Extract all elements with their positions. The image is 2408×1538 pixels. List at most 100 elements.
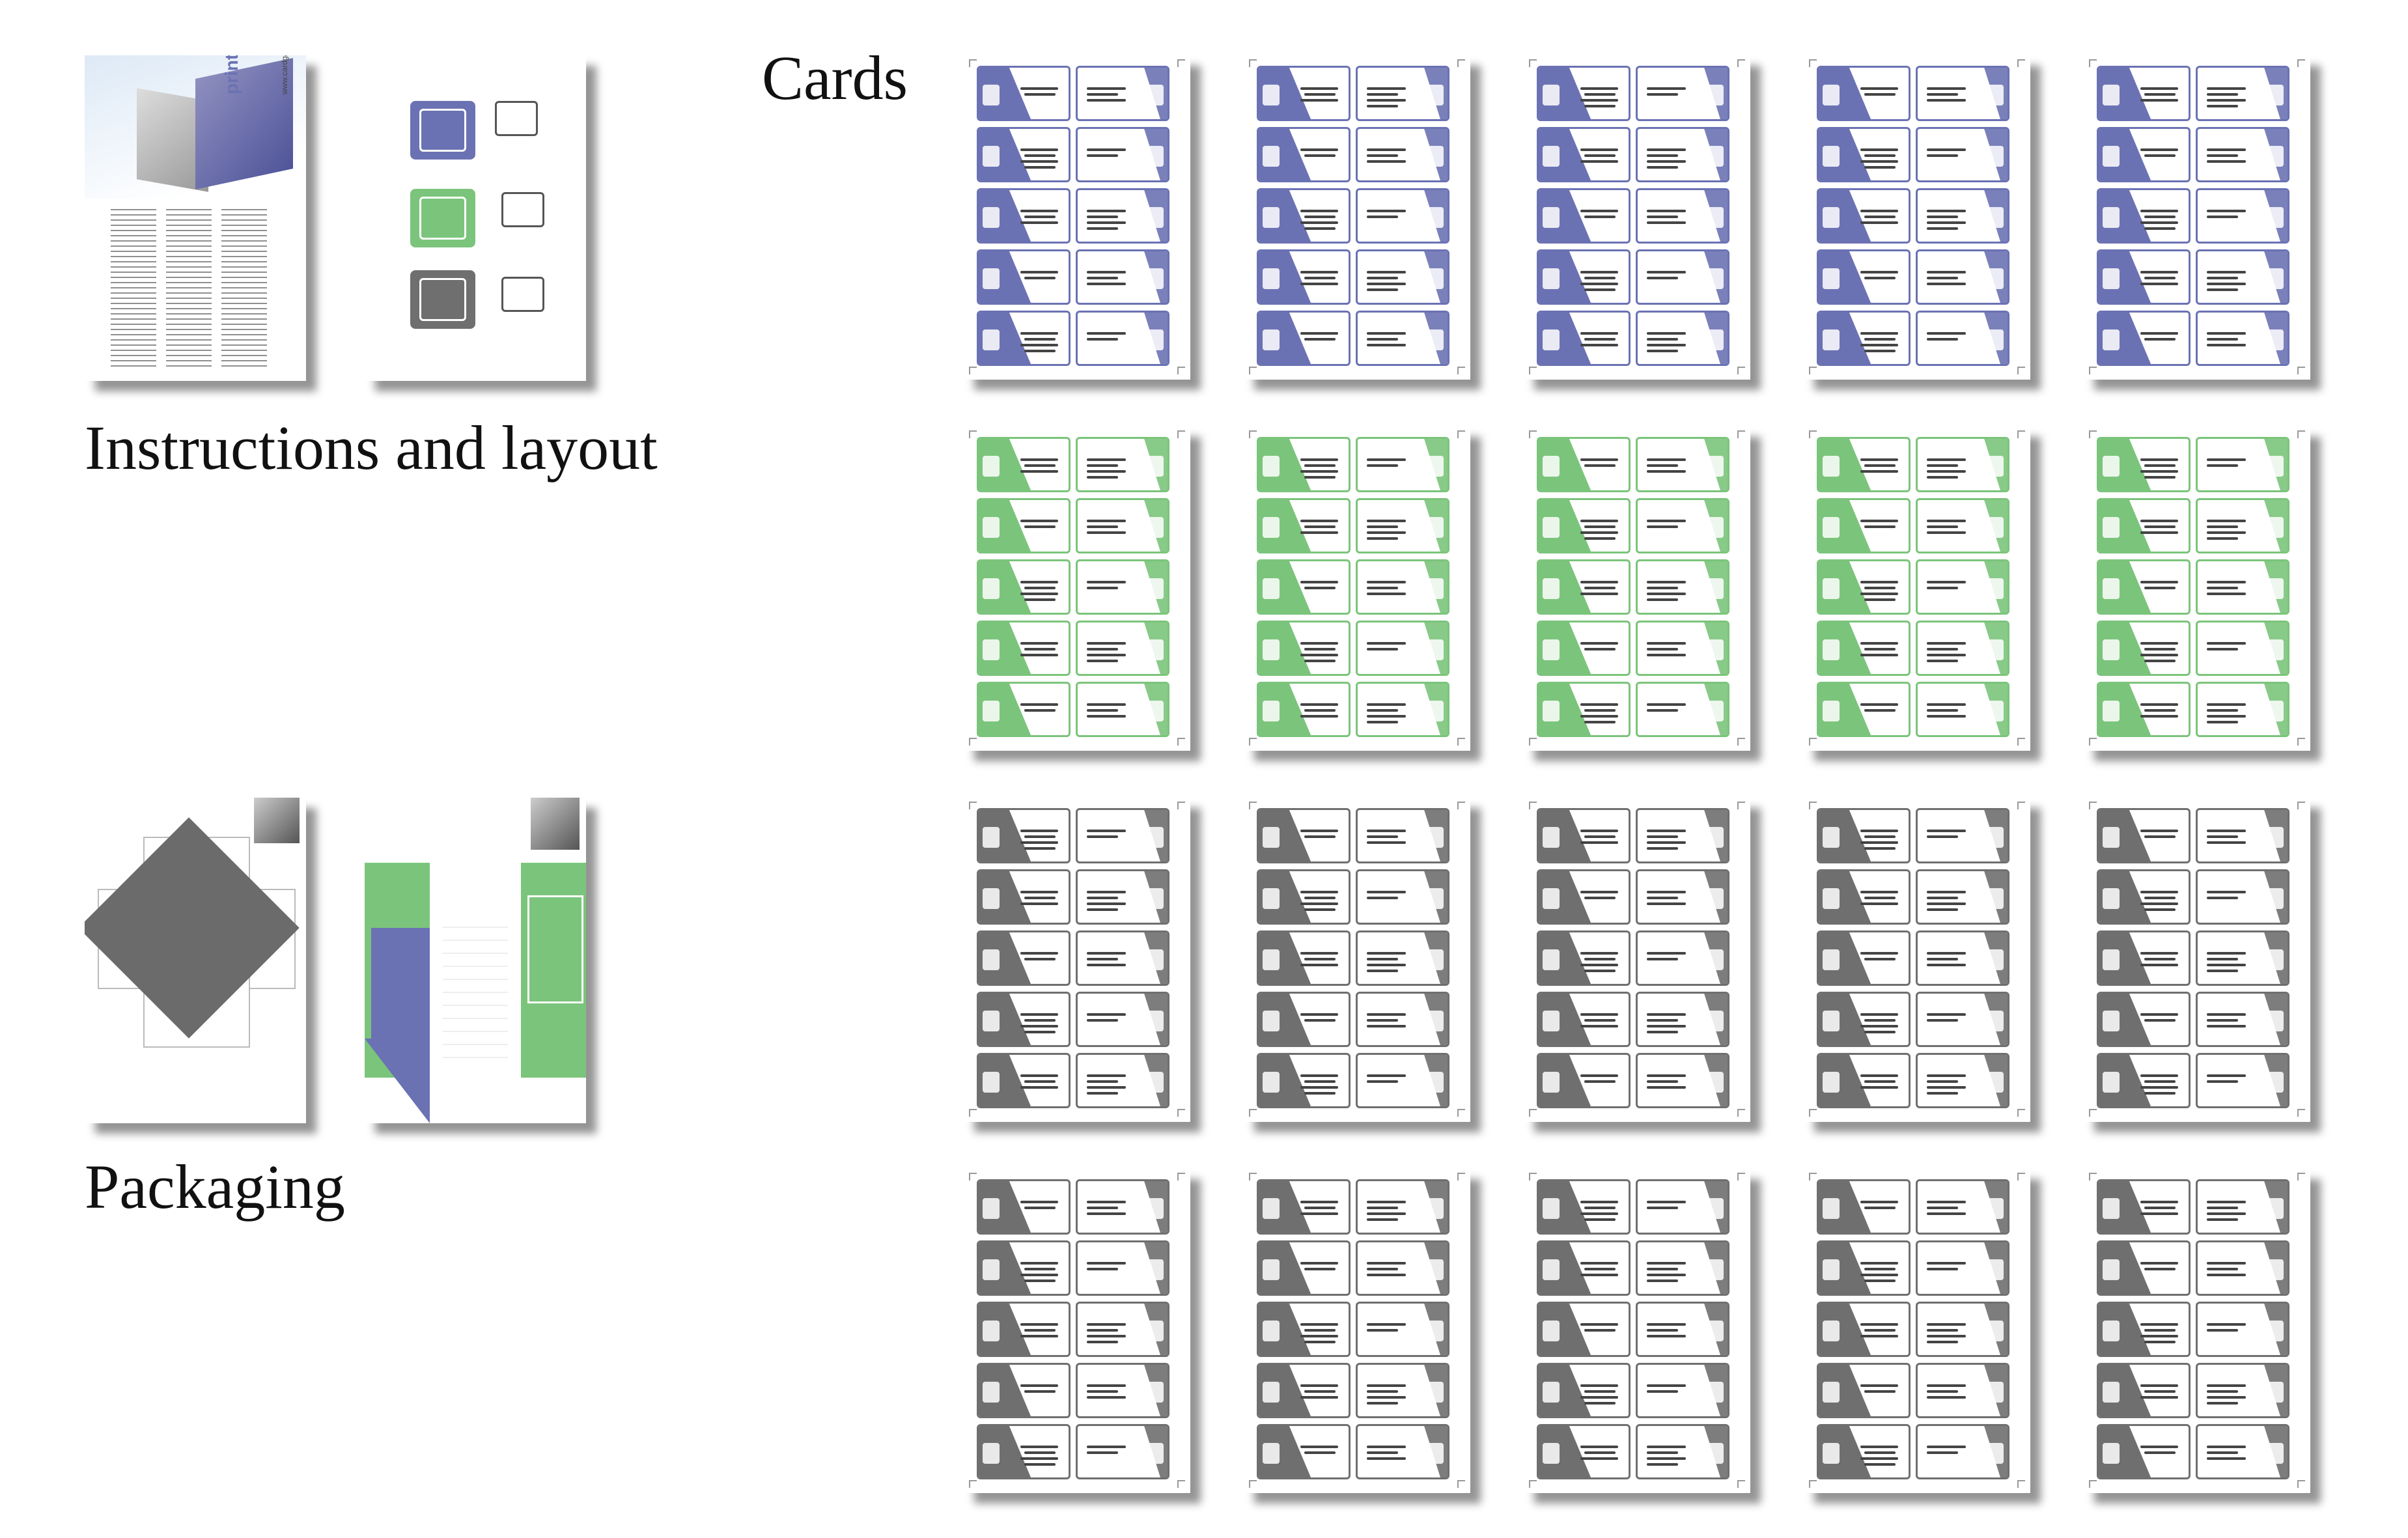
game-card — [1636, 1363, 1729, 1418]
crop-mark — [1737, 1173, 1745, 1181]
card-logo-icon — [1707, 639, 1724, 660]
card-logo-icon — [1263, 146, 1280, 167]
card-logo-icon — [1427, 1072, 1444, 1093]
card-logo-icon — [1987, 578, 2004, 599]
card-logo-icon — [1823, 268, 1840, 289]
grey-card-sheet — [1524, 1169, 1750, 1493]
game-card — [1636, 992, 1729, 1047]
card-logo-icon — [1147, 146, 1164, 167]
card-logo-icon — [1823, 207, 1840, 228]
game-card — [2196, 1424, 2289, 1479]
crop-mark — [969, 738, 977, 746]
card-logo-icon — [1707, 85, 1724, 105]
crop-mark — [1809, 738, 1817, 746]
crop-mark — [969, 430, 977, 438]
game-card — [1537, 1363, 1631, 1418]
game-card — [1916, 559, 2009, 615]
card-logo-icon — [983, 888, 1000, 909]
cards-heading: Cards — [762, 43, 908, 113]
crop-mark — [2017, 430, 2025, 438]
game-card — [1817, 992, 1911, 1047]
game-card — [1537, 992, 1631, 1047]
game-card — [1356, 621, 1449, 676]
crop-mark — [969, 1480, 977, 1488]
box-lid-net — [85, 817, 300, 1039]
game-card — [1257, 249, 1351, 305]
card-logo-icon — [983, 85, 1000, 105]
game-card — [1076, 992, 1169, 1047]
crop-mark — [1737, 59, 1745, 67]
game-card — [1817, 66, 1911, 121]
crop-mark — [1249, 802, 1257, 809]
crop-mark — [2297, 738, 2305, 746]
card-logo-icon — [1823, 888, 1840, 909]
game-card — [2097, 66, 2191, 121]
game-card — [2196, 621, 2289, 676]
game-card — [1916, 808, 2009, 863]
game-card — [1537, 1240, 1631, 1296]
card-logo-icon — [1987, 85, 2004, 105]
card-logo-icon — [2103, 639, 2120, 660]
card-logo-icon — [1147, 1072, 1164, 1093]
card-logo-icon — [1543, 85, 1560, 105]
instructions-text-column — [111, 205, 156, 368]
game-card — [2196, 1053, 2289, 1108]
card-logo-icon — [1263, 1443, 1280, 1464]
game-card — [1537, 682, 1631, 737]
game-card — [1257, 188, 1351, 244]
crop-mark — [1529, 59, 1537, 67]
game-card — [1076, 559, 1169, 615]
card-logo-icon — [2267, 1198, 2284, 1219]
game-card — [977, 1179, 1071, 1235]
game-card — [1636, 188, 1729, 244]
game-card — [1356, 1179, 1449, 1235]
card-logo-icon — [1987, 1011, 2004, 1031]
website-text: www.cardgames.co.uk — [280, 55, 289, 94]
game-card — [1356, 682, 1449, 737]
crop-mark — [2017, 59, 2025, 67]
crop-mark — [1529, 738, 1537, 746]
crop-mark — [1809, 367, 1817, 374]
game-card — [1817, 249, 1911, 305]
crop-mark — [2297, 1480, 2305, 1488]
card-logo-icon — [1823, 701, 1840, 721]
game-card — [2196, 1179, 2289, 1235]
crop-mark — [1737, 430, 1745, 438]
card-logo-icon — [1263, 639, 1280, 660]
card-logo-icon — [1707, 329, 1724, 350]
card-logo-icon — [983, 1011, 1000, 1031]
card-logo-icon — [1543, 1443, 1560, 1464]
game-card — [1356, 249, 1449, 305]
instructions-sheet: print create and play www.cardgames.co.u… — [85, 55, 306, 381]
card-logo-icon — [983, 1259, 1000, 1280]
logo-outline — [501, 192, 544, 227]
card-logo-icon — [2103, 1011, 2120, 1031]
green-card-sheet — [2084, 426, 2310, 751]
card-logo-icon — [2103, 517, 2120, 538]
game-card — [2097, 1053, 2191, 1108]
card-logo-icon — [1427, 207, 1444, 228]
game-card — [1356, 1302, 1449, 1357]
game-card — [977, 1363, 1071, 1418]
game-card — [1076, 437, 1169, 492]
card-logo-icon — [1263, 1072, 1280, 1093]
card-logo-icon — [1543, 1321, 1560, 1341]
card-logo-icon — [1427, 888, 1444, 909]
crop-mark — [2089, 802, 2097, 809]
game-card — [977, 682, 1071, 737]
crop-mark — [1809, 1173, 1817, 1181]
game-card — [1636, 930, 1729, 986]
crop-mark — [2017, 367, 2025, 374]
game-card — [1537, 1302, 1631, 1357]
card-logo-icon — [1707, 456, 1724, 477]
card-logo-icon — [1987, 827, 2004, 848]
card-logo-icon — [2103, 1382, 2120, 1403]
game-card — [1817, 1053, 1911, 1108]
crop-mark — [969, 1173, 977, 1181]
crop-mark — [1177, 802, 1185, 809]
game-card — [1076, 127, 1169, 182]
card-logo-icon — [2267, 1259, 2284, 1280]
card-logo-icon — [1427, 456, 1444, 477]
grey-card-sheet — [964, 798, 1190, 1122]
game-card — [977, 559, 1071, 615]
